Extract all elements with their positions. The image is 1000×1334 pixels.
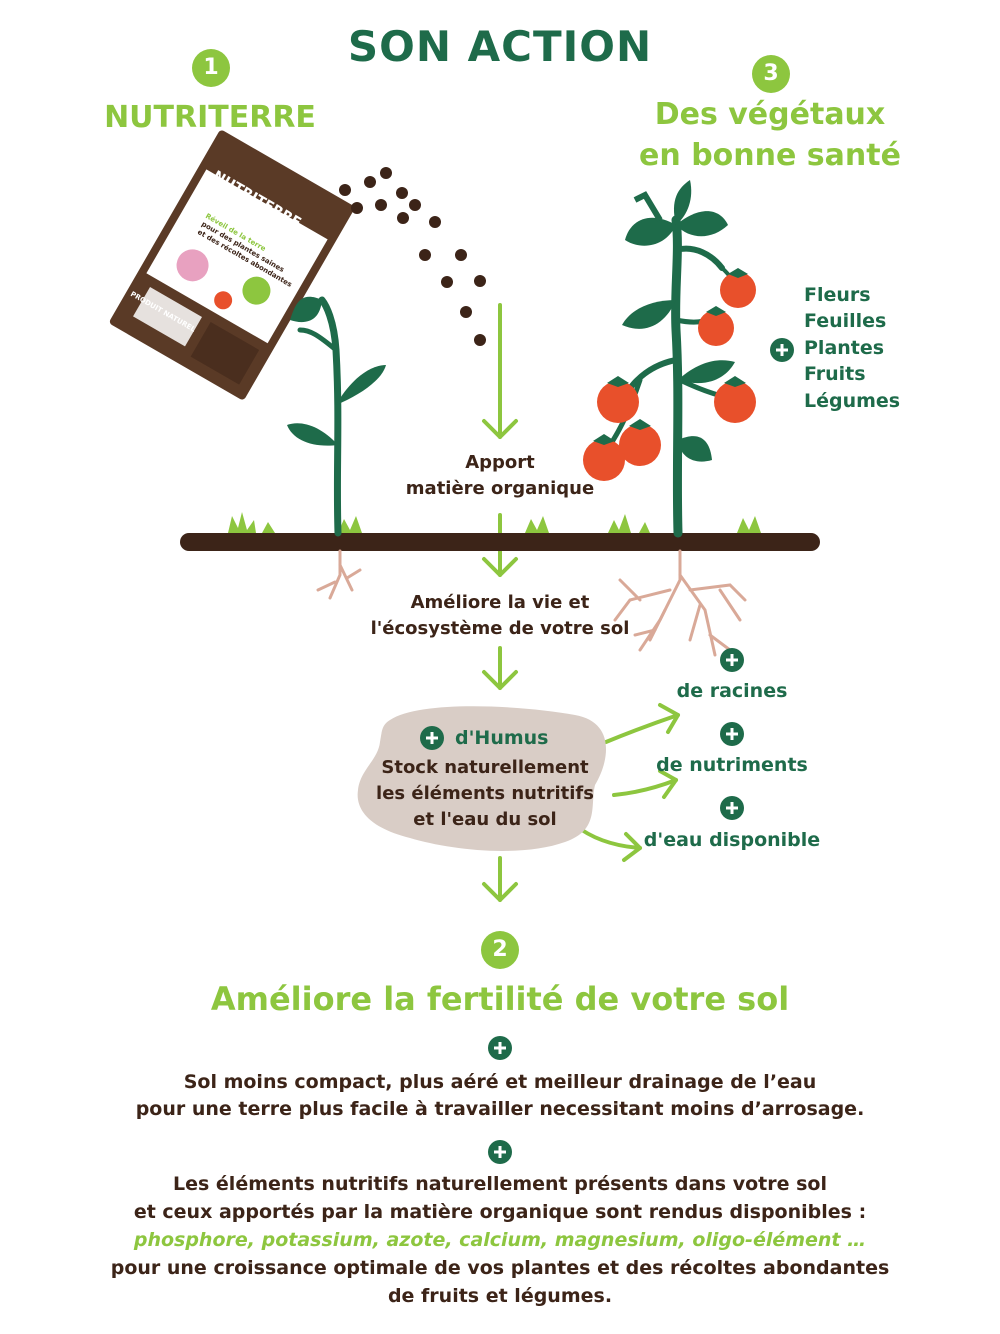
humus-line1: Stock naturellement <box>381 757 589 778</box>
tomato-plant <box>607 180 740 538</box>
small-roots <box>316 549 362 600</box>
benefit-fruits: Fruits <box>804 363 866 385</box>
ameliore-line1: Améliore la vie et <box>410 592 590 613</box>
ameliore-line2: l'écosystème de votre sol <box>370 618 630 639</box>
benefit2-line2: et ceux apportés par la matière organiqu… <box>133 1201 867 1223</box>
output-eau: d'eau disponible <box>643 829 821 851</box>
benefit2-line1: Les éléments nutritifs naturellement pré… <box>173 1173 827 1195</box>
large-roots <box>613 549 747 657</box>
benefit-fleurs: Fleurs <box>804 284 871 306</box>
tomatoes <box>583 272 756 481</box>
benefit-feuilles: Feuilles <box>804 310 887 332</box>
soil-line <box>180 533 820 551</box>
step-3-label-line2: en bonne santé <box>639 138 901 173</box>
benefit2-line4: pour une croissance optimale de vos plan… <box>110 1257 890 1279</box>
step-1-badge: 1 <box>192 49 230 87</box>
humus-line2: les éléments nutritifs <box>376 783 594 804</box>
output-racines: de racines <box>676 680 788 702</box>
plus-badges <box>420 338 794 1164</box>
page-title: SON ACTION <box>347 22 653 71</box>
benefit1-line2: pour une terre plus facile à travailler … <box>135 1098 865 1120</box>
apport-line2: matière organique <box>405 478 595 499</box>
young-plant <box>287 296 386 537</box>
output-nutriments: de nutriments <box>656 754 808 776</box>
grass <box>228 512 761 533</box>
granules <box>339 167 486 346</box>
flow-arrows <box>482 303 680 902</box>
benefit-plantes: Plantes <box>804 337 885 359</box>
tomato-stems <box>593 268 748 445</box>
humus-line3: et l'eau du sol <box>413 809 557 830</box>
benefit-legumes: Légumes <box>804 390 901 412</box>
step-3-badge: 3 <box>752 55 790 93</box>
benefit2-line5: de fruits et légumes. <box>387 1285 613 1307</box>
step-2-label: Améliore la fertilité de votre sol <box>210 980 790 1018</box>
step-1-label: NUTRITERRE <box>104 100 316 135</box>
humus-label: d'Humus <box>455 727 549 749</box>
apport-line1: Apport <box>465 452 535 473</box>
step-2-badge: 2 <box>481 931 519 969</box>
nutriterre-packet <box>109 130 355 400</box>
benefit2-nutrients: phosphore, potassium, azote, calcium, ma… <box>133 1229 867 1251</box>
humus-blob <box>357 706 607 851</box>
step-3-label-line1: Des végétaux <box>654 97 886 132</box>
benefit1-line1: Sol moins compact, plus aéré et meilleur… <box>183 1071 817 1093</box>
